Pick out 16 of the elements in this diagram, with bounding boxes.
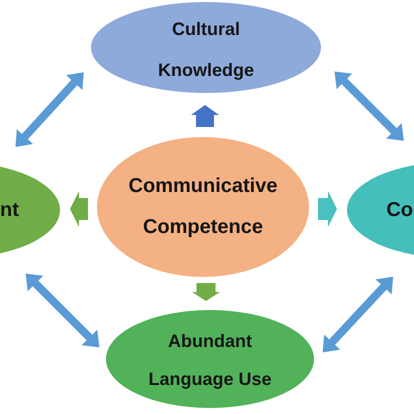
node-label: Abundant Language Use	[147, 330, 273, 391]
arrow	[192, 283, 220, 301]
arrow	[318, 191, 337, 227]
double-arrow	[334, 72, 404, 141]
arrow	[191, 104, 219, 127]
node-label: nt	[0, 198, 19, 222]
node-label: Co	[386, 198, 413, 222]
node-label: Communicative Competence	[128, 174, 278, 240]
arrow	[70, 191, 88, 227]
double-arrow	[322, 276, 394, 352]
double-arrow	[15, 72, 84, 147]
double-arrow	[26, 274, 100, 348]
node-label: Cultural Knowledge	[156, 18, 255, 82]
oval-node	[106, 310, 314, 408]
oval-node	[97, 137, 309, 277]
oval-node	[91, 2, 321, 93]
